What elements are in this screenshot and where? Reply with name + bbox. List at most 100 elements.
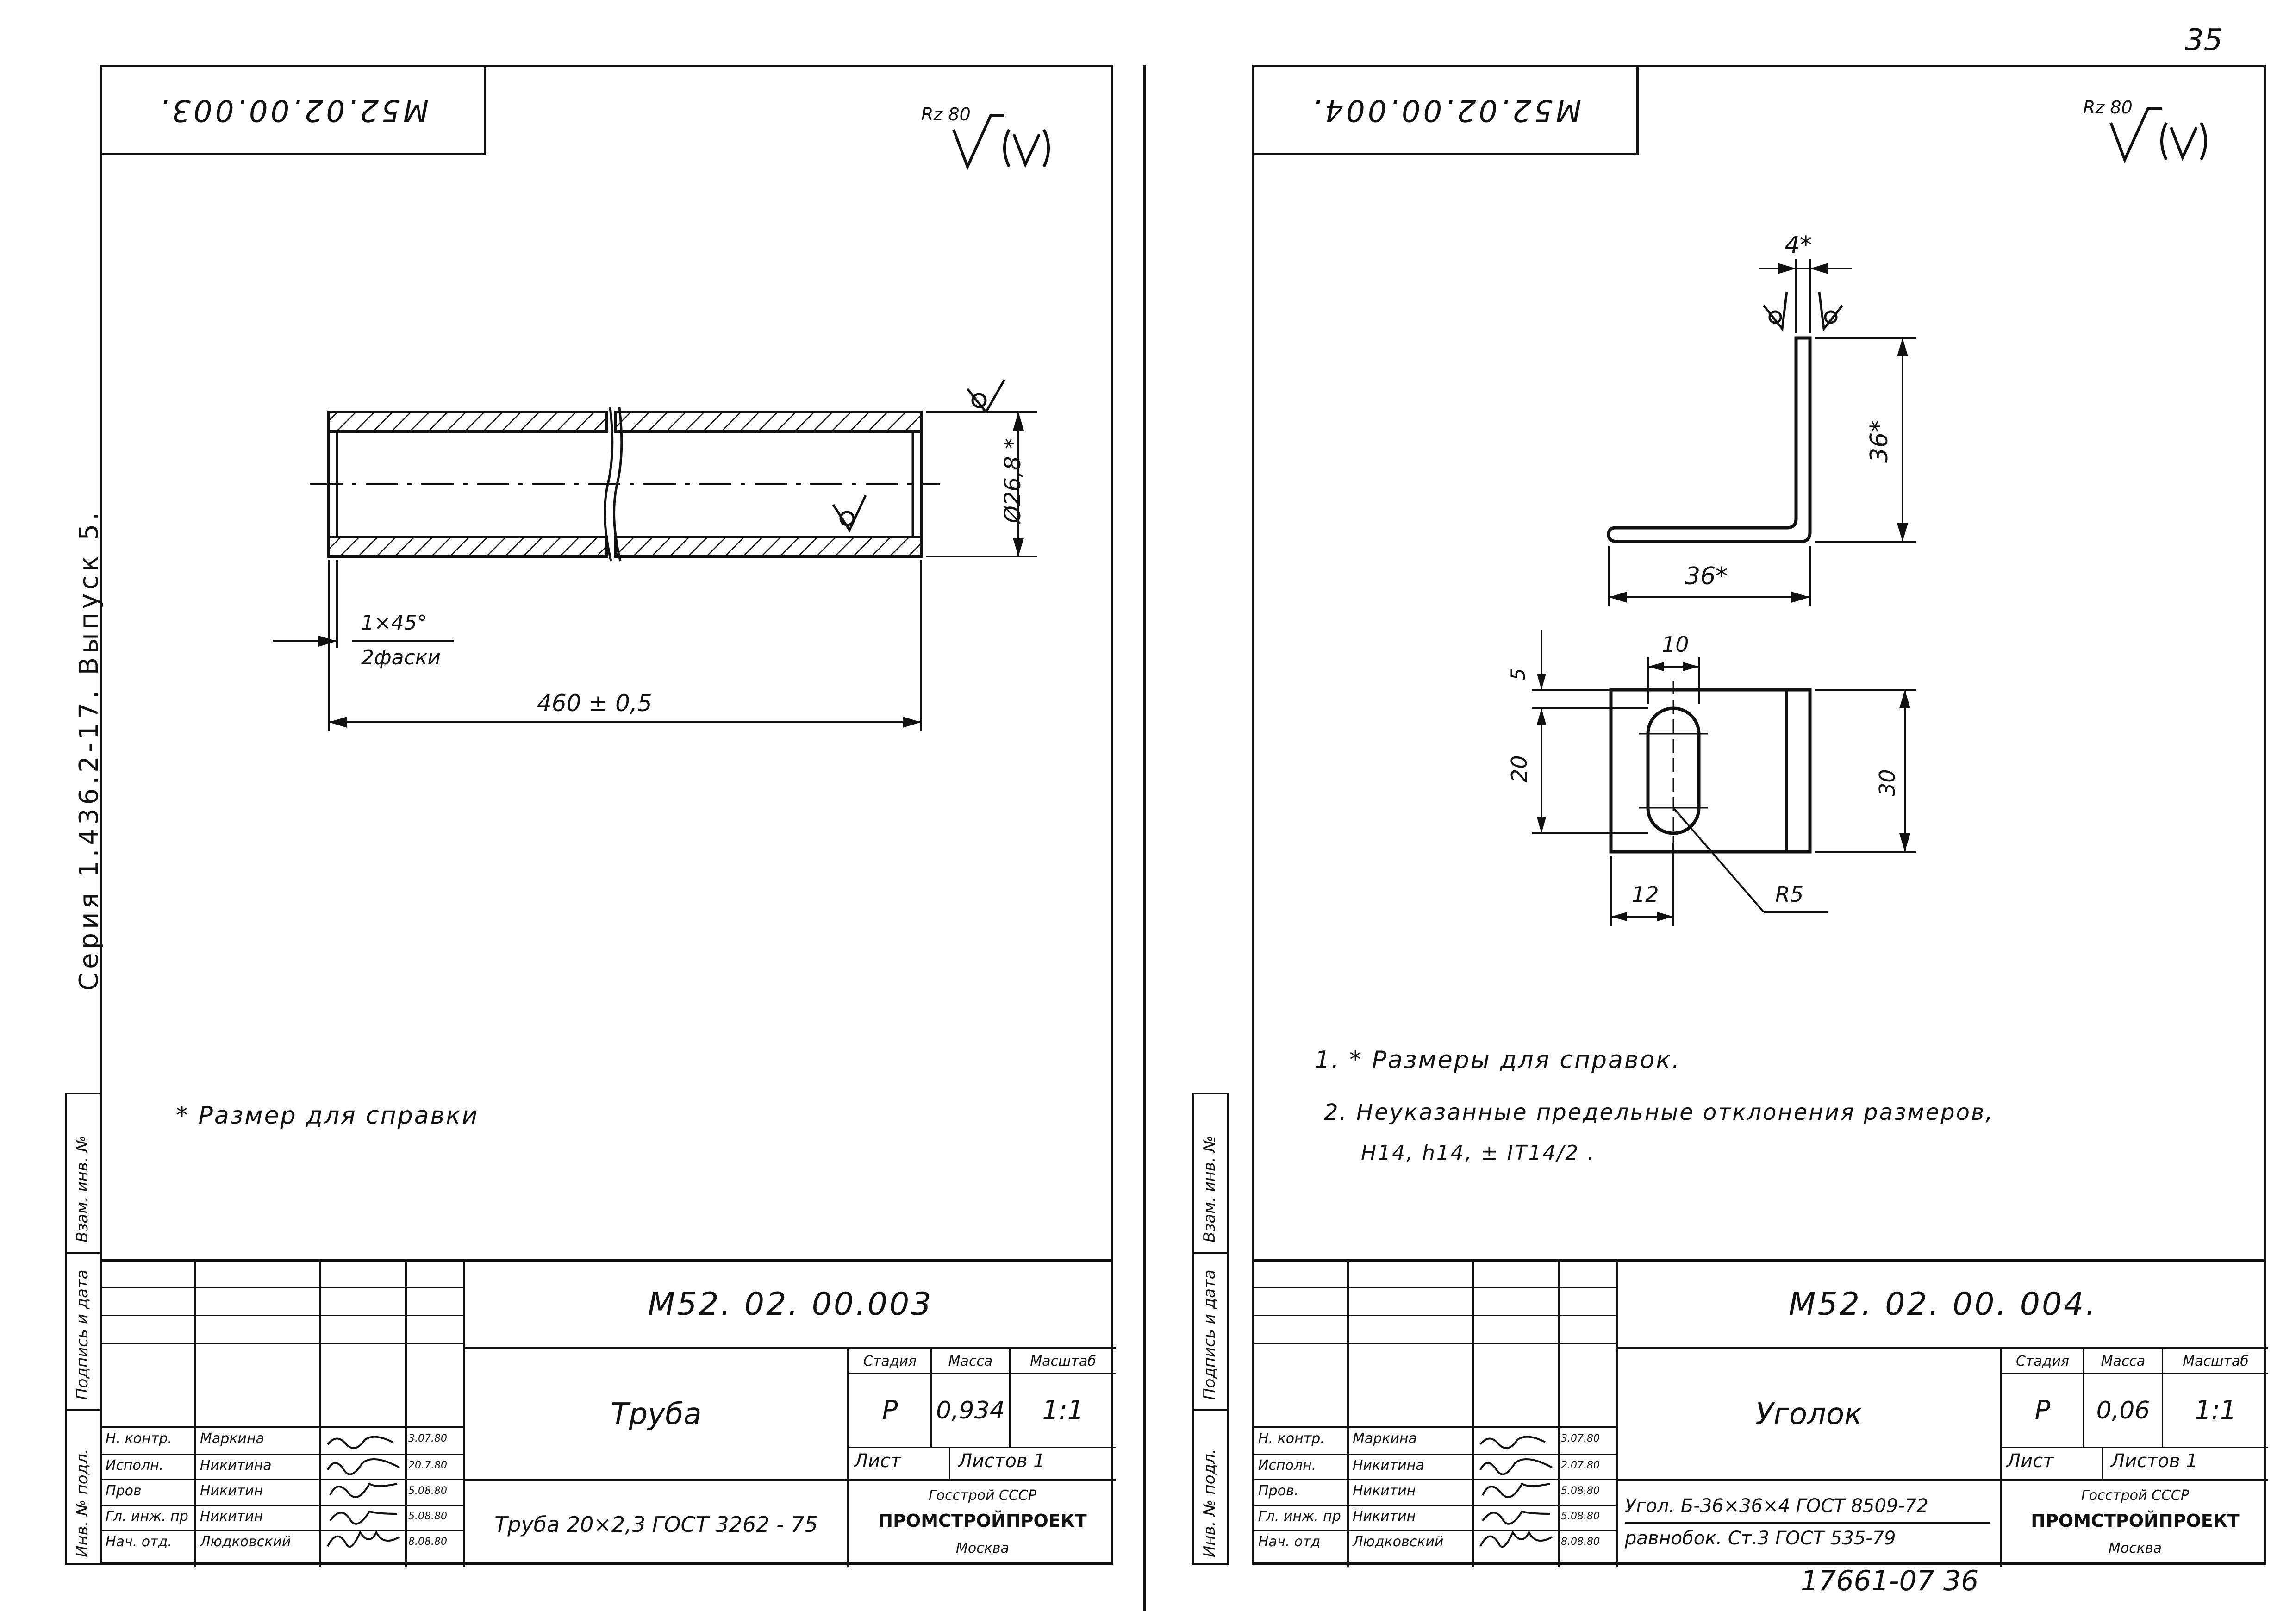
left-sheet-label: Лист [854,1450,901,1472]
pipe-chamfer-count: 2фаски [361,646,441,669]
right-date-5: 8.08.80 [1561,1536,1600,1548]
right-sheet-label: Лист [2007,1450,2054,1472]
left-roughness-symbol [952,114,1050,170]
radius-label: R5 [1775,882,1804,907]
right-name-2: Никитина [1353,1457,1424,1474]
left-org-1: Госстрой СССР [929,1487,1036,1504]
left-org-3: Москва [956,1540,1009,1556]
right-designation: М52. 02. 00. 004. [1788,1286,2098,1323]
left-name-5: Людковский [200,1534,291,1550]
right-signatures [1479,1436,1553,1548]
total-height-label: 30 [1875,769,1900,796]
slot-length-label: 20 [1507,755,1532,782]
left-org-2: ПРОМСТРОЙПРОЕКТ [878,1511,1087,1531]
left-date-4: 5.08.80 [408,1511,447,1522]
left-role-5: Нач. отд. [106,1534,172,1550]
left-val-stage: Р [882,1395,898,1425]
left-note: * Размер для справки [176,1102,479,1130]
left-code-box: М52.02.00.003. [102,67,486,155]
right-date-4: 5.08.80 [1561,1511,1600,1522]
angle-height-label: 36* [1866,420,1893,463]
left-material: Труба 20×2,3 ГОСТ 3262 - 75 [494,1512,818,1537]
left-title-block: М52. 02. 00.003 Труба Труба 20×2,3 ГОСТ … [100,1259,1116,1567]
right-side-col-replace: Взам. инв. № [1200,1136,1219,1243]
offset-label: 12 [1632,882,1659,907]
left-name-1: Маркина [200,1430,264,1447]
right-role-2: Исполн. [1258,1457,1316,1474]
left-name-4: Никитин [200,1508,263,1524]
angle-width-label: 36* [1685,562,1728,590]
side-col-inv: Инв. № подл. [73,1449,92,1557]
right-hdr-mass: Масса [2101,1353,2146,1369]
left-date-3: 5.08.80 [408,1485,447,1497]
left-date-2: 20.7.80 [408,1460,447,1471]
left-signatures [327,1436,400,1548]
right-val-scale: 1:1 [2195,1395,2237,1425]
pipe-chamfer-size: 1×45° [361,611,427,635]
left-hdr-mass: Масса [948,1353,993,1369]
left-sheets-count: Листов 1 [958,1450,1045,1472]
fold-line [1143,65,1146,1611]
side-col-sign: Подпись и дата [73,1269,92,1400]
left-designation: М52. 02. 00.003 [648,1286,933,1323]
right-role-1: Н. контр. [1258,1430,1325,1447]
right-role-4: Гл. инж. пр [1258,1508,1341,1524]
side-col-replace: Взам. инв. № [73,1136,92,1243]
left-val-scale: 1:1 [1042,1395,1084,1425]
left-role-3: Пров [106,1483,142,1499]
pipe-length-label: 460 ± 0,5 [537,690,652,717]
left-role-4: Гл. инж. пр [106,1508,188,1524]
left-part-name: Труба [611,1397,702,1431]
right-name-1: Маркина [1353,1430,1417,1447]
right-name-3: Никитин [1353,1483,1416,1499]
right-val-stage: Р [2034,1395,2051,1425]
right-date-1: 3.07.80 [1561,1433,1600,1444]
left-side-columns: Инв. № подл. Подпись и дата Взам. инв. № [65,1093,102,1565]
right-note-3: H14, h14, ± IT14/2 . [1361,1141,1596,1165]
left-roughness-label: Rz 80 [921,104,971,125]
angle-profile-drawing [1607,259,1916,606]
right-side-col-inv: Инв. № подл. [1200,1449,1219,1557]
right-hdr-scale: Масштаб [2183,1353,2249,1369]
left-date-1: 3.07.80 [408,1433,447,1444]
angle-plan-drawing [1532,630,1916,926]
slot-width-label: 10 [1662,632,1689,657]
right-hdr-stage: Стадия [2015,1353,2070,1369]
right-part-name: Уголок [1755,1397,1862,1431]
left-role-1: Н. контр. [106,1430,172,1447]
left-name-3: Никитин [200,1483,263,1499]
angle-thickness-label: 4* [1784,231,1812,259]
right-material-1: Угол. Б-36×36×4 ГОСТ 8509-72 [1625,1495,1928,1517]
page-number: 35 [2185,23,2223,57]
pipe-diameter-label: Ø26,8 * [1000,438,1026,523]
right-date-3: 5.08.80 [1561,1485,1600,1497]
right-role-3: Пров. [1258,1483,1299,1499]
right-roughness-symbol [2109,107,2207,163]
right-side-columns: Инв. № подл. Подпись и дата Взам. инв. № [1192,1093,1229,1565]
right-note-2: 2. Неуказанные предельные отклонения раз… [1324,1099,1994,1125]
right-role-5: Нач. отд [1258,1534,1321,1550]
right-sheets-count: Листов 1 [2111,1450,2198,1472]
pipe-drawing [273,380,1037,731]
right-code-box: М52.02.00.004. [1254,67,1639,155]
left-name-2: Никитина [200,1457,272,1474]
right-material-2: равнобок. Ст.3 ГОСТ 535-79 [1625,1528,1896,1549]
right-org-3: Москва [2109,1540,2162,1556]
right-date-2: 2.07.80 [1561,1460,1600,1471]
left-hdr-scale: Масштаб [1030,1353,1096,1369]
right-gap [1227,65,1254,1565]
right-name-5: Людковский [1353,1534,1444,1550]
left-hdr-stage: Стадия [863,1353,917,1369]
right-name-4: Никитин [1353,1508,1416,1524]
right-title-block: М52. 02. 00. 004. Уголок Угол. Б-36×36×4… [1252,1259,2268,1567]
right-org-2: ПРОМСТРОЙПРОЕКТ [2031,1511,2240,1531]
footer-code: 17661-07 36 [1801,1565,1979,1597]
right-val-mass: 0,06 [2096,1396,2150,1424]
left-date-5: 8.08.80 [408,1536,447,1548]
right-roughness-label: Rz 80 [2083,97,2133,118]
edge-label: 5 [1507,668,1529,681]
right-note-1: 1. * Размеры для справок. [1315,1046,1681,1074]
left-val-mass: 0,934 [936,1396,1005,1424]
right-side-col-sign: Подпись и дата [1200,1269,1219,1400]
right-org-1: Госстрой СССР [2081,1487,2189,1504]
